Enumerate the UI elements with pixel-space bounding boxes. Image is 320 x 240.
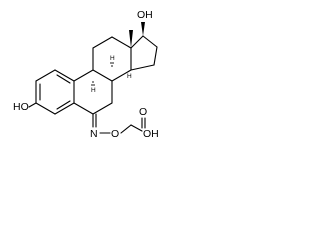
carboxyl-oxygen-label: O (139, 106, 147, 118)
ring-a-aromatic (35, 69, 75, 115)
hydroxyl-3-label: HO (13, 101, 29, 113)
oxime-bond (92, 113, 97, 128)
ring-c (92, 36, 132, 82)
oxime-oxygen-label: O (111, 128, 119, 140)
ring-d (130, 35, 158, 71)
hydroxyl-17-wedge (141, 22, 145, 36)
hydroxyl-3-bond (28, 102, 37, 108)
stereo-h8-label: H (91, 87, 96, 94)
methyl-wedge (129, 30, 133, 48)
stereo-h-hashes (91, 62, 114, 86)
carboxymethyl-chain (99, 117, 146, 134)
stereo-h9-label: H (110, 55, 115, 62)
ring-b (73, 69, 113, 115)
oxime-nitrogen-label: N (90, 128, 98, 140)
hydroxyl-17-label: OH (137, 9, 153, 21)
stereo-h14-label: H (127, 73, 132, 80)
molecule-structure: HO OH N O OH O H H H (13, 9, 159, 140)
carboxyl-hydroxyl-label: OH (143, 128, 159, 140)
